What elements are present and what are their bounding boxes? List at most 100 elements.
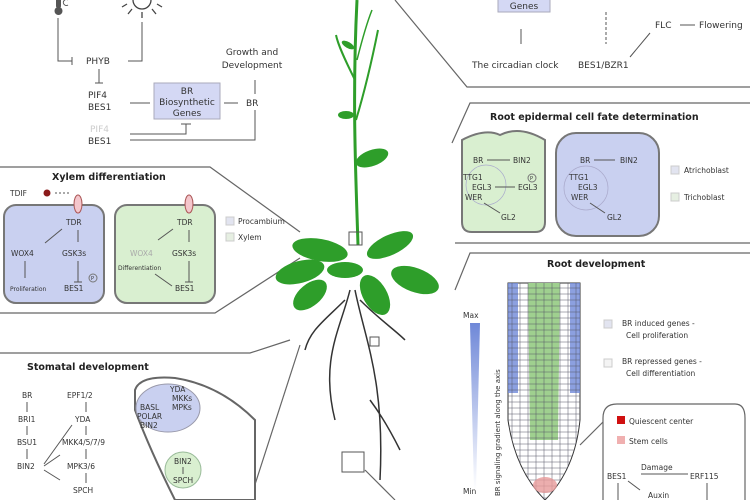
br-biosynthetic-genes-box [153,82,221,120]
bes1-label: BES1 [64,284,84,293]
receptor [184,194,194,214]
chain-spch: SPCH [73,486,93,495]
chain-mpk: MPK3/6 [67,462,95,471]
legend-br-induced: Cell proliferation [626,331,688,340]
wox4-label: WOX4 [11,249,34,258]
br-label: BR [246,99,258,109]
trichoblast-cell [461,130,546,233]
legend-br-repressed: BR repressed genes - [622,357,702,366]
flowering-panel: Genes The circadian clock BES1/BZR1 FLC … [471,0,743,71]
quiescent-center-swatch [617,416,625,424]
polar-complex [135,383,201,433]
br-label: BR [473,156,483,165]
chain-bri1: BRI1 [18,415,36,424]
differentiation-label: Differentiation [118,265,161,272]
br-box-line: Biosynthetic [159,98,215,108]
growth-label: Development [222,61,283,71]
br-box-line: BR [181,87,193,97]
legend-br-repressed: Cell differentiation [626,369,696,378]
circadian-clock-label: The circadian clock [471,61,559,71]
nucleus-bin2: BIN2 [174,457,192,466]
proliferation-label: Proliferation [10,286,46,293]
stem-cells-swatch [617,436,625,444]
root-epidermal-panel: Root epidermal cell fate determination B… [461,112,729,237]
procambium-cell [3,204,105,304]
sun-icon [121,0,163,18]
bes1-label: BES1 [175,284,195,293]
genes-box [497,0,551,13]
stomatal-title: Stomatal development [27,362,149,373]
br-repressed-swatch [603,358,613,368]
root-tip-illustration [507,282,581,500]
min-label: Min [463,487,477,496]
pif4-label: PIF4 [88,91,107,101]
cluster-bin2: BIN2 [140,421,158,430]
gradient-bar [470,323,480,490]
growth-label: Growth and [226,48,278,58]
legend-atrichoblast: Atrichoblast [684,166,729,175]
cluster-basl: BASL [140,403,160,412]
cluster-yda: YDA [169,385,186,394]
root-epidermal-title: Root epidermal cell fate determination [490,112,699,123]
bes1-label: BES1 [607,472,627,481]
root-development-panel: Root development Max Min BR signaling gr… [463,259,746,500]
root-development-title: Root development [547,259,646,270]
bes1-label: BES1 [88,103,111,113]
wer-label: WER [571,193,588,202]
light-temperature-panel: PHYB PIF4 BES1 BR Biosynthetic Genes BR … [54,0,283,147]
ttg1-label: TTG1 [462,173,483,182]
procambium-swatch [225,216,235,226]
atrichoblast-swatch [670,165,680,175]
bes1-b-label: BES1 [88,137,111,147]
chain-bin2: BIN2 [17,462,35,471]
max-label: Max [463,311,479,320]
br-label: BR [580,156,590,165]
cluster-mpks: MPKs [172,403,192,412]
stomatal-panel: Stomatal development BR BRI1 BSU1 BIN2 E… [17,362,256,500]
egl3-p-label: EGL3 [518,183,538,192]
gl2-label: GL2 [607,213,622,222]
phyb-label: PHYB [86,57,110,67]
arabidopsis-plant [275,0,439,481]
flowering-label: Flowering [699,21,743,31]
thermometer-icon [54,0,69,15]
legend-br-induced: BR induced genes - [622,319,695,328]
nucleus-spch: SPCH [173,476,193,485]
legend-trichoblast: Trichoblast [683,193,724,202]
bin2-label: BIN2 [513,156,531,165]
xylem-swatch [225,232,235,242]
tdif-peptide [43,189,51,197]
genes-label: Genes [510,2,539,12]
xylem-cell [114,204,216,304]
bin2-label: BIN2 [620,156,638,165]
flc-label: FLC [655,21,671,31]
qc-label: Quiescent center [629,417,694,426]
tdr-label: TDR [176,218,193,227]
phospho-label: P [530,176,533,182]
phospho-label: P [91,276,94,282]
gl2-label: GL2 [501,213,516,222]
chain-epf: EPF1/2 [67,391,93,400]
tdif-label: TDIF [9,189,27,198]
axis-label: BR signaling gradient along the axis [494,369,502,496]
receptor [73,194,83,214]
wox4-faded-label: WOX4 [130,249,153,258]
stem-cell-niche-inset [602,403,746,500]
chain-yda: YDA [74,415,91,424]
legend-xylem: Xylem [238,233,262,242]
xylem-title: Xylem differentiation [52,172,166,183]
chain-bsu1: BSU1 [17,438,37,447]
erf115-label: ERF115 [690,472,719,481]
wer-label: WER [465,193,482,202]
ttg1-label: TTG1 [568,173,589,182]
cluster-mkks: MKKs [172,394,192,403]
bes1-bzr1-label: BES1/BZR1 [578,61,629,71]
stem-cells-label: Stem cells [629,437,668,446]
chain-br: BR [22,391,32,400]
gsk3s-label: GSK3s [172,249,196,258]
br-induced-swatch [603,319,613,329]
egl3-label: EGL3 [578,183,598,192]
egl3-label: EGL3 [472,183,492,192]
